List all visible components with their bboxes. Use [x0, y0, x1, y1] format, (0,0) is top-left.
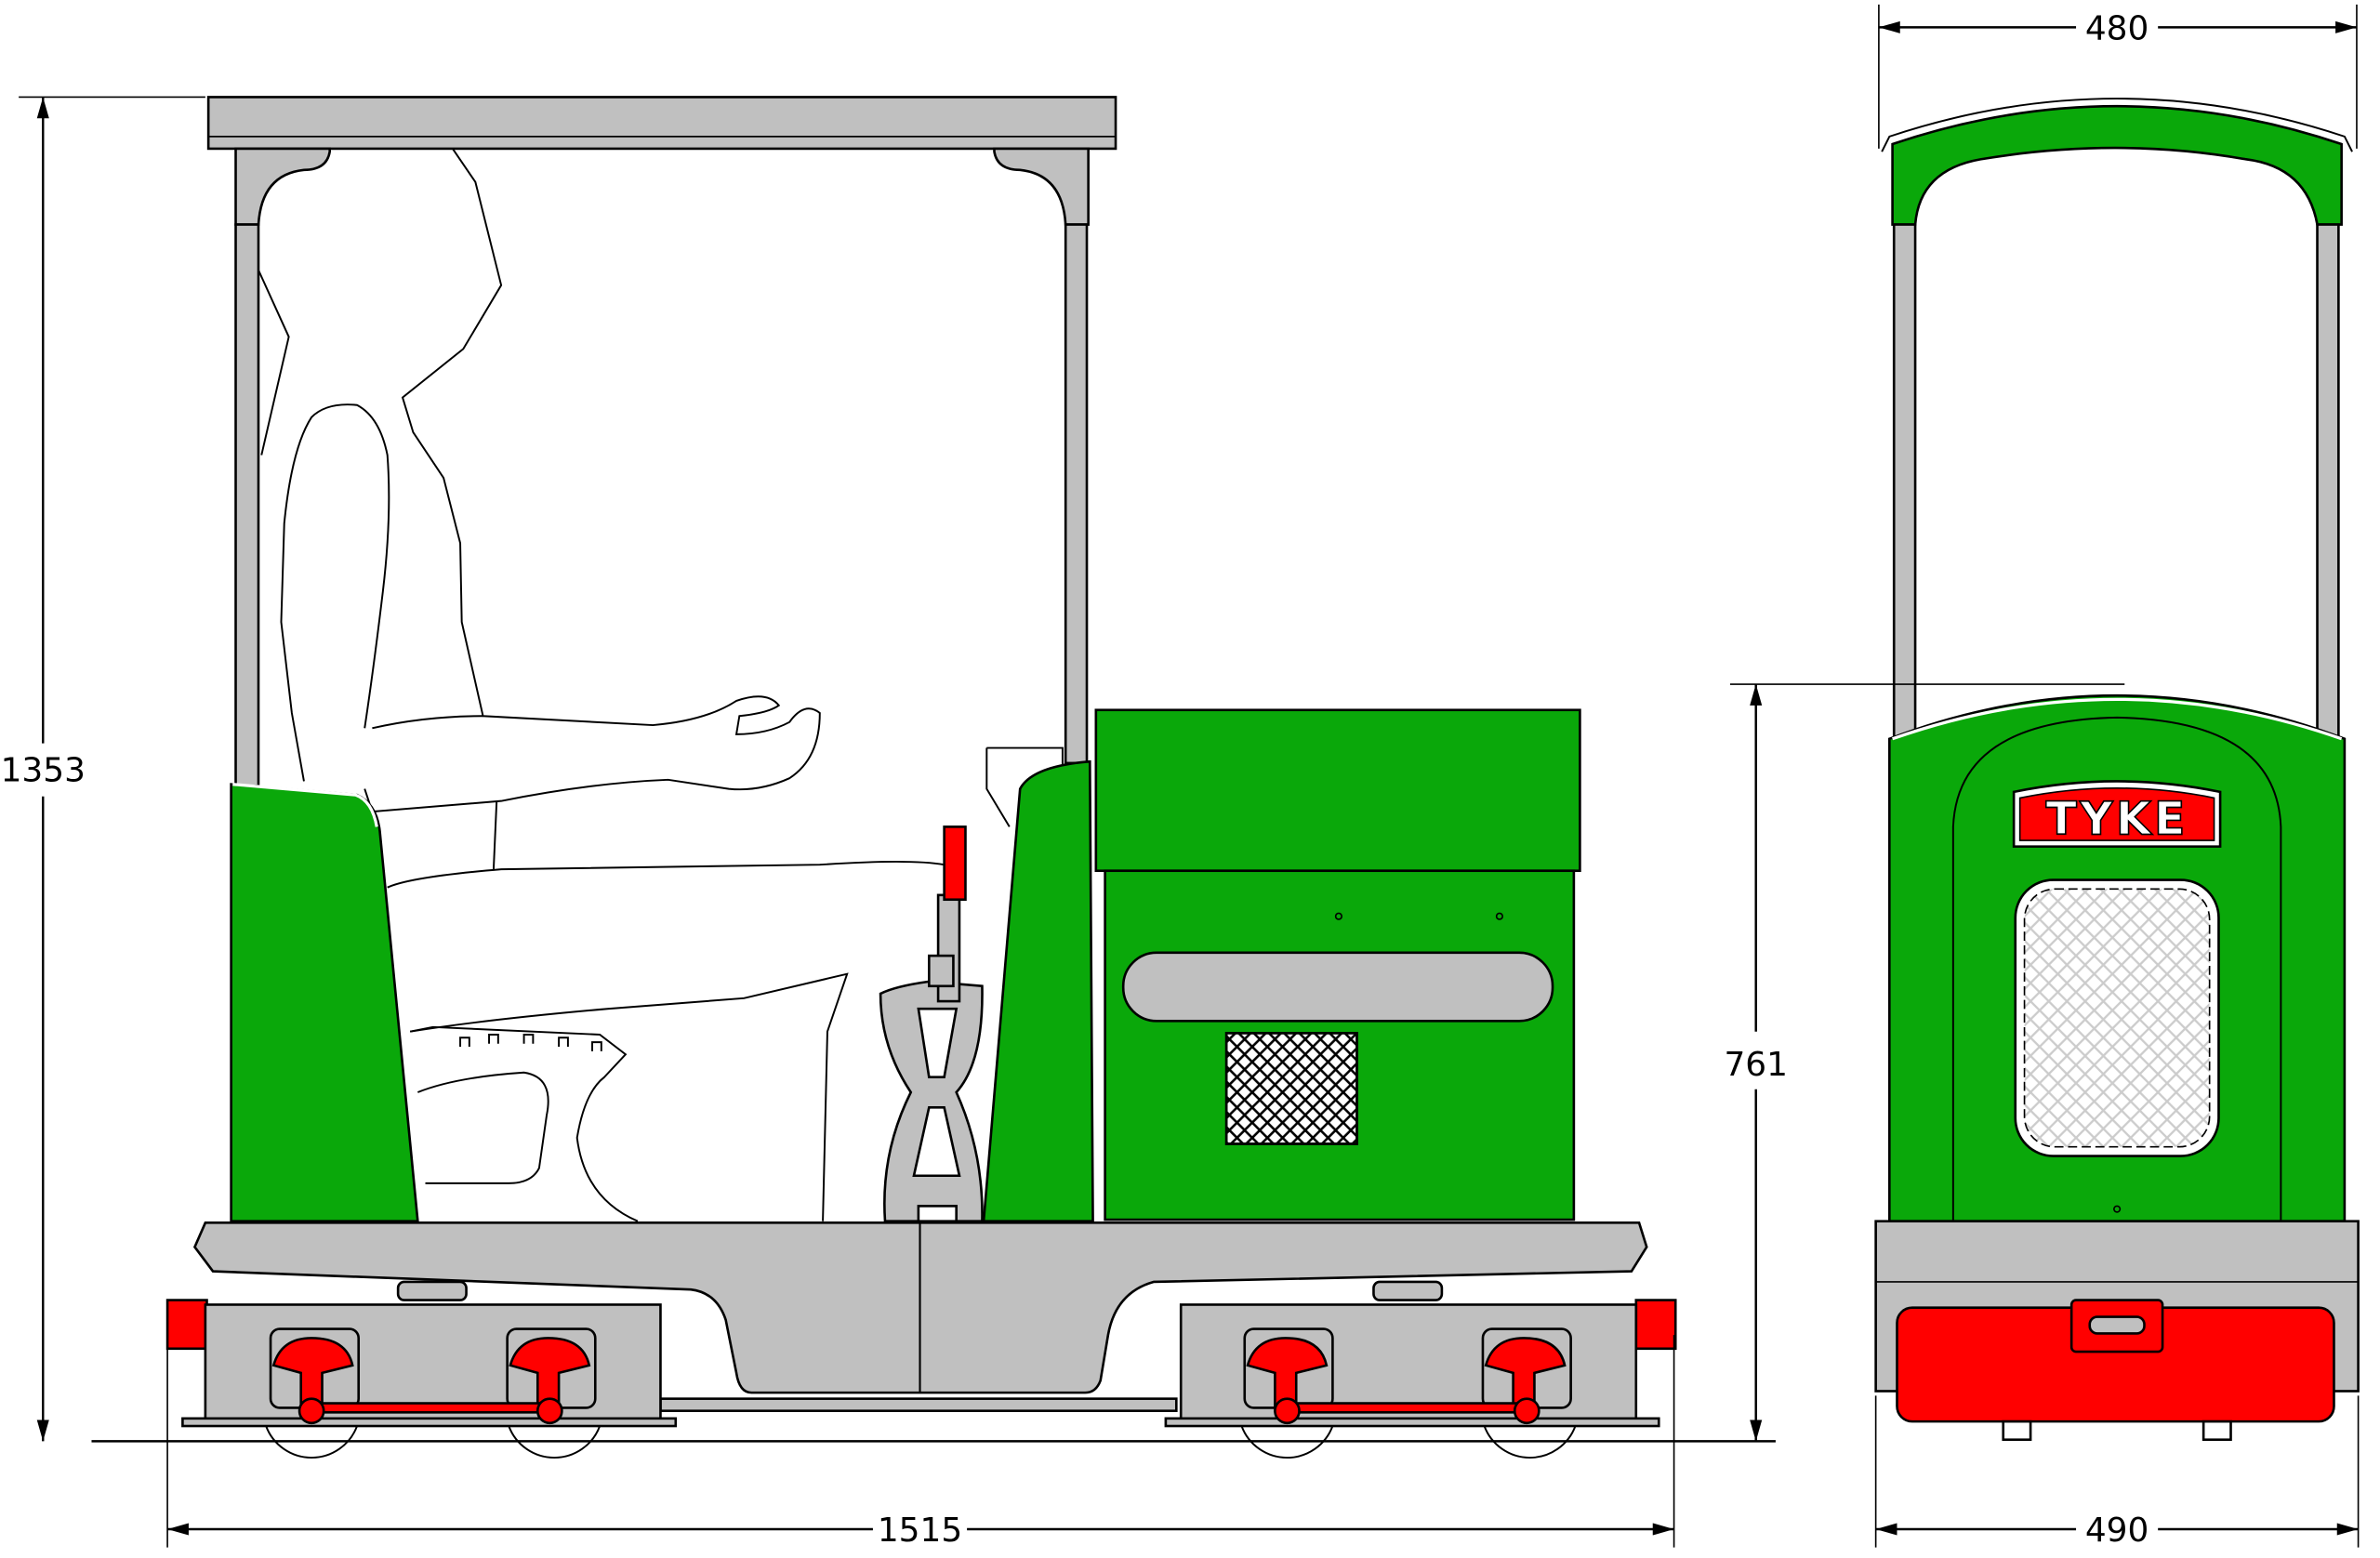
dimension-label: 480 [2085, 9, 2149, 47]
rear-axle-frame [165, 1299, 678, 1459]
dimension-front-width-top: 480 [1878, 4, 2358, 149]
dimension-label: 1353 [1, 751, 86, 789]
bonnet-grille [1224, 1032, 1358, 1145]
nameplate: TYKE [2012, 780, 2222, 848]
front-axle-frame [1164, 1299, 1677, 1459]
bonnet [1094, 708, 1581, 1221]
front-grille [2023, 888, 2211, 1148]
dimension-front-height: 761 [1724, 683, 2125, 1442]
front-view: TYKE [1874, 98, 2360, 1442]
cab-post-rear [234, 223, 260, 787]
front-cab-panel [982, 759, 1094, 1223]
dimension-label: 761 [1724, 1046, 1788, 1084]
nameplate-text: TYKE [2045, 793, 2188, 846]
dimension-front-width-bottom: 490 [1874, 1395, 2360, 1550]
side-view [91, 96, 1776, 1459]
front-roof [1891, 105, 2343, 226]
dimension-label: 490 [2085, 1512, 2149, 1550]
cab-post-front [1064, 223, 1089, 765]
control-lever[interactable] [879, 825, 984, 1223]
dimension-label: 1515 [878, 1512, 962, 1550]
cab-roof [206, 96, 1117, 226]
rear-seat-panel [230, 783, 419, 1223]
dimension-height: 1353 [1, 96, 205, 1442]
dimension-length: 1515 [166, 1335, 1675, 1550]
